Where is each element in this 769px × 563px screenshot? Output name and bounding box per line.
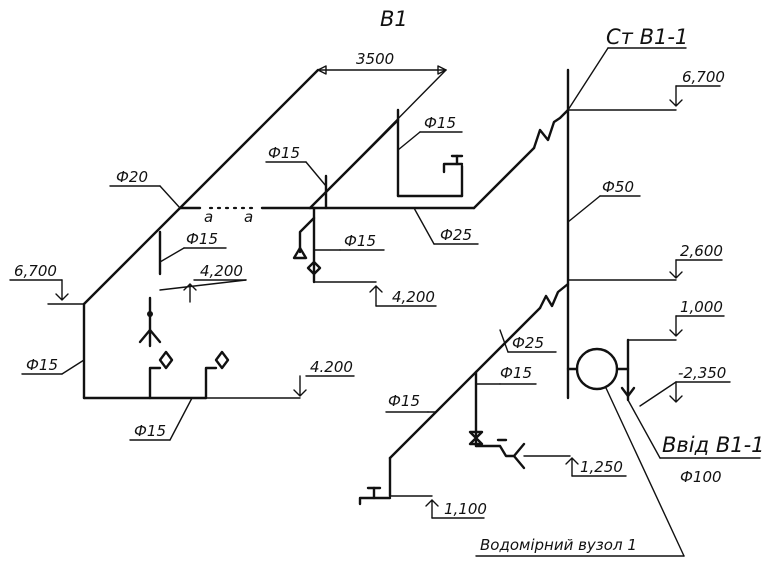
e4200-bottom-label: 4.200 [310, 358, 353, 376]
e-minus2350-leader [639, 381, 677, 407]
e1100-arrow [425, 499, 439, 519]
e1000-label: 1,000 [680, 298, 723, 316]
diagram-title: B1 [380, 7, 408, 31]
fixture-riser-1 [148, 366, 162, 400]
d15-top-mid-label: Ф15 [268, 144, 300, 162]
e4200-left-leader [159, 279, 247, 291]
d25-lower-label: Ф25 [512, 334, 544, 352]
d15-bottom-left-label: Ф15 [134, 422, 166, 440]
e4200-left-arrow [183, 283, 197, 303]
d15-left-vertical-label: Ф15 [26, 356, 58, 374]
e1250-label: 1,250 [580, 458, 623, 476]
fixture-valve-2 [214, 350, 230, 370]
mid-valve [292, 246, 308, 260]
d15-top-right-label: Ф15 [424, 114, 456, 132]
e4200-bottom-arrow [293, 375, 307, 397]
dimension-arrow-left [317, 65, 327, 75]
e1100-label: 1,100 [444, 500, 487, 518]
inlet-label: Ввід B1-1 [662, 433, 765, 457]
dimension-arrow-right [437, 65, 447, 75]
d15-left-branch-label: Ф15 [186, 230, 218, 248]
faucet-top-right [442, 162, 464, 174]
e4200-mid-arrow [369, 285, 383, 307]
upper-network [82, 65, 570, 400]
section-mark-a2: a [244, 208, 253, 226]
d50-label: Ф50 [602, 178, 634, 196]
diagonal-branch-d15 [308, 118, 400, 210]
connection-to-riser [472, 146, 536, 210]
riser-valve-lower [538, 282, 570, 310]
lower-branch-horizontal [474, 442, 526, 458]
water-meter [575, 347, 619, 391]
section-mark-a1: a [204, 208, 213, 226]
meter-leader [605, 387, 685, 557]
d15-left-branch-leader [159, 247, 185, 263]
faucet-bottom [358, 496, 392, 506]
e2600-label: 2,600 [680, 242, 723, 260]
shower-head-icon [138, 328, 162, 348]
dimension-value: 3500 [356, 50, 394, 68]
d20-label: Ф20 [116, 168, 148, 186]
mid-branch-upper [298, 216, 316, 254]
mid-fitting [306, 260, 322, 276]
inlet-leader [627, 399, 661, 459]
inlet-arrow [620, 386, 636, 398]
lower-branch-end [512, 454, 526, 470]
d25-lower-leader [499, 329, 509, 353]
e-minus2350-label: -2,350 [678, 364, 726, 382]
e4200-mid-label: 4,200 [392, 288, 435, 306]
fixture-riser-2 [204, 366, 218, 400]
shower-joint [147, 311, 153, 317]
d15-bottom-left-leader [169, 397, 193, 441]
riser-label: Ст B1-1 [606, 25, 688, 49]
annotations: Ст B1-1 3500 a a Ф20 Ф15 Ф15 Ф25 Ф15 Ф15 [9, 25, 765, 557]
e6700-left-arrow [55, 279, 69, 301]
diagonal-pipe-top [178, 68, 320, 210]
e2600-arrow [669, 259, 683, 279]
d15-top-mid-leader [305, 161, 327, 187]
e4200-left-label: 4,200 [200, 262, 243, 280]
d15-lower-branch-label: Ф15 [500, 364, 532, 382]
riser-valve-upper [532, 108, 570, 150]
d15-top-right-leader [397, 131, 421, 151]
riser-leader [567, 47, 609, 111]
diagonal-pipe-left [82, 206, 182, 306]
riser-b1-1 [358, 68, 677, 506]
lower-diagonal-pipe [388, 306, 542, 460]
d50-leader [567, 195, 601, 223]
e1000-arrow [669, 315, 683, 337]
e6700-right-label: 6,700 [682, 68, 725, 86]
d25-top-leader [413, 207, 435, 245]
d15-left-vertical-leader [61, 359, 85, 375]
e6700-left-label: 6,700 [14, 262, 57, 280]
d20-leader [159, 185, 181, 209]
e-minus2350-arrow [669, 381, 683, 403]
e1250-arrow [565, 457, 579, 477]
d15-mid-branch-label: Ф15 [344, 232, 376, 250]
lower-valve [468, 430, 484, 446]
d25-top-label: Ф25 [440, 226, 472, 244]
d15-lower-diag-label: Ф15 [388, 392, 420, 410]
meter-label: Водомірний вузол 1 [480, 536, 637, 554]
d100-label: Ф100 [680, 468, 722, 486]
fixture-valve-1 [158, 350, 174, 370]
e6700-right-arrow [669, 85, 683, 107]
